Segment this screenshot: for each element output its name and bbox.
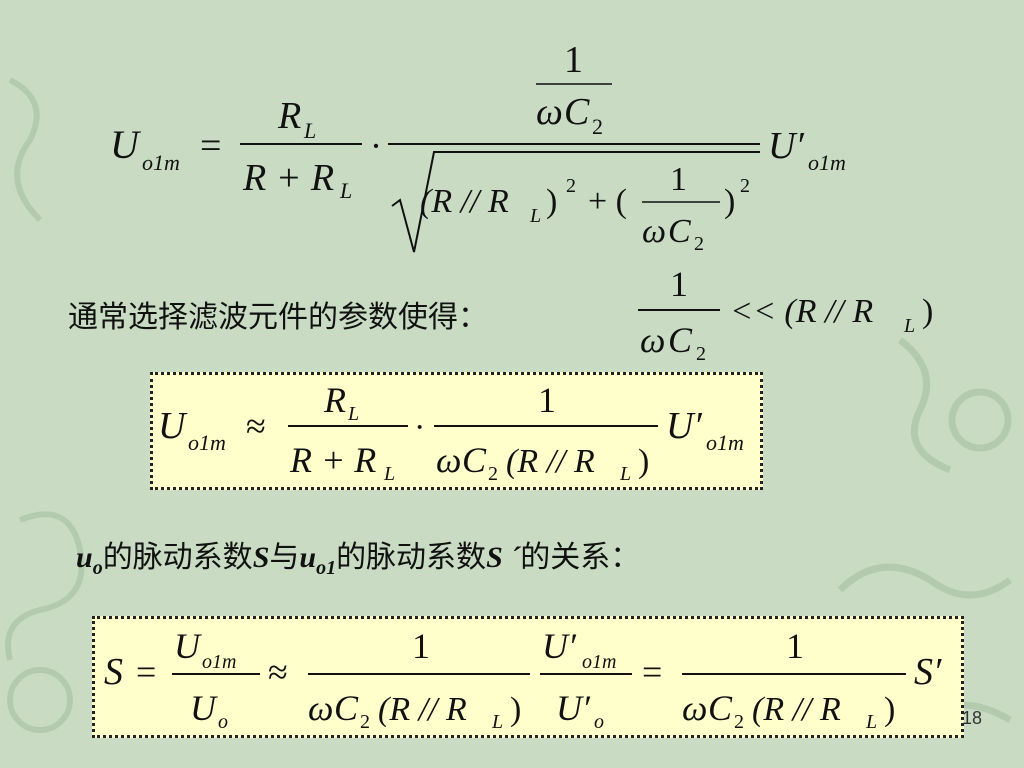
eq2-d2-c: C bbox=[462, 440, 487, 480]
eq1-square-1: 2 bbox=[566, 175, 576, 197]
eq3-d4-close: ) bbox=[884, 691, 895, 728]
eq3-d3-sub: o bbox=[594, 711, 604, 733]
eq3-d2-rest-sub: L bbox=[491, 711, 503, 733]
eq3-lhs: S bbox=[104, 651, 123, 693]
eq3-d4-omega: ω bbox=[682, 688, 707, 728]
eq1-inner-one: 1 bbox=[670, 161, 687, 198]
relation-text-3: 的脉动系数 bbox=[336, 540, 487, 575]
eq2-d2-rest-sub: L bbox=[619, 463, 631, 485]
eq3-d1-sub: o bbox=[218, 711, 228, 733]
equation-uo1m-full: U o1m = R L R + R L · 1 ω C 2 (R // R L … bbox=[110, 39, 846, 255]
relation-u1-sub: o1 bbox=[316, 557, 337, 579]
condition-relation-close: ) bbox=[922, 293, 933, 330]
eq3-d2-close: ) bbox=[510, 691, 521, 728]
eq1-frac-num: R bbox=[277, 95, 301, 137]
eq2-rhs: U′ bbox=[666, 405, 702, 447]
eq1-rhs: U′ bbox=[768, 125, 804, 167]
page-number: 18 bbox=[962, 708, 983, 728]
eq2-d2-rest: (R // R bbox=[506, 443, 595, 480]
eq3-n3-sub: o1m bbox=[582, 651, 616, 673]
eq2-d2-close: ) bbox=[638, 443, 649, 480]
eq1-frac-den: R + R bbox=[242, 157, 334, 199]
eq3-n3: U′ bbox=[542, 626, 577, 666]
eq3-n2: 1 bbox=[412, 626, 430, 666]
condition-formula: 1 ω C 2 << (R // R L ) bbox=[638, 264, 933, 365]
eq3-n1: U bbox=[174, 626, 202, 666]
condition-c: C bbox=[668, 320, 693, 360]
eq1-inner-c: C bbox=[668, 213, 691, 250]
eq2-n1: R bbox=[323, 380, 346, 420]
condition-c-sub: 2 bbox=[696, 343, 706, 365]
eq1-root-close: ) bbox=[546, 183, 557, 220]
eq1-square-2: 2 bbox=[740, 175, 750, 197]
eq1-lhs: U bbox=[110, 122, 142, 167]
eq3-d2-rest: (R // R bbox=[378, 691, 467, 728]
relation-u1: u bbox=[299, 541, 317, 574]
eq3-d4-rest-sub: L bbox=[865, 711, 877, 733]
eq1-rhs-sub: o1m bbox=[808, 150, 846, 175]
eq3-d2-omega: ω bbox=[308, 688, 333, 728]
eq1-root-left-sub: L bbox=[529, 205, 541, 227]
eq3-rhs: S′ bbox=[914, 651, 942, 693]
eq1-plus: + ( bbox=[588, 183, 627, 220]
eq1-lhs-sub: o1m bbox=[142, 150, 180, 175]
eq2-n1-sub: L bbox=[347, 403, 359, 425]
background-ornament-left bbox=[5, 77, 85, 733]
condition-one: 1 bbox=[670, 264, 688, 304]
relation-text-4: 的关系： bbox=[520, 540, 641, 575]
relation-sentence: uo的脉动系数S与uo1的脉动系数S ´的关系： bbox=[76, 532, 640, 581]
equation-box-ripple bbox=[92, 616, 964, 738]
eq1-inner-close: ) bbox=[724, 183, 735, 220]
eq3-d1: U bbox=[190, 688, 218, 728]
eq3-approx: ≈ bbox=[268, 652, 288, 692]
condition-relation-sub: L bbox=[903, 315, 915, 337]
eq1-inner-omega: ω bbox=[642, 213, 666, 250]
eq1-radical-sign bbox=[391, 151, 760, 253]
relation-s-prime: S ´ bbox=[486, 541, 521, 574]
eq2-d2-c-sub: 2 bbox=[488, 463, 498, 485]
eq2-approx: ≈ bbox=[246, 406, 266, 446]
condition-text: 通常选择滤波元件的参数使得： bbox=[68, 300, 488, 335]
relation-text-2: 与 bbox=[269, 540, 300, 575]
eq1-top-c: C bbox=[564, 91, 590, 133]
eq2-lhs: U bbox=[158, 405, 188, 447]
eq2-rhs-sub: o1m bbox=[706, 430, 744, 455]
eq1-root-left: (R // R bbox=[420, 183, 509, 220]
eq3-d4-c-sub: 2 bbox=[734, 711, 744, 733]
eq3-d3: U′ bbox=[556, 688, 591, 728]
eq1-dot: · bbox=[370, 126, 382, 166]
relation-text-1: 的脉动系数 bbox=[102, 540, 253, 575]
eq1-frac-den-sub: L bbox=[339, 178, 352, 203]
eq3-d2-c-sub: 2 bbox=[360, 711, 370, 733]
eq2-lhs-sub: o1m bbox=[188, 430, 226, 455]
eq3-equals-2: = bbox=[642, 652, 662, 692]
eq3-n1-sub: o1m bbox=[202, 651, 236, 673]
condition-relation: << (R // R bbox=[730, 293, 873, 330]
equation-ripple-factor: S = U o1m U o ≈ 1 ω C 2 (R // R L ) U′ o… bbox=[104, 626, 942, 733]
eq3-n4: 1 bbox=[786, 626, 804, 666]
eq1-frac-num-sub: L bbox=[303, 118, 316, 143]
eq2-d1: R + R bbox=[289, 440, 376, 480]
eq2-dot: · bbox=[414, 409, 425, 446]
eq2-d1-sub: L bbox=[383, 463, 395, 485]
equation-box-approx bbox=[150, 372, 763, 490]
eq1-equals: = bbox=[200, 125, 221, 167]
background-ornament-right bbox=[837, 337, 1013, 724]
relation-u: u bbox=[76, 541, 93, 574]
eq3-d4-c: C bbox=[708, 688, 733, 728]
eq1-top-one: 1 bbox=[564, 39, 583, 81]
relation-u-sub: o bbox=[92, 557, 103, 579]
eq1-inner-c-sub: 2 bbox=[694, 233, 704, 255]
equation-uo1m-approx: U o1m ≈ R L R + R L · 1 ω C 2 (R // R L … bbox=[158, 380, 744, 485]
eq3-equals: = bbox=[136, 652, 156, 692]
condition-omega: ω bbox=[640, 320, 665, 360]
relation-s: S bbox=[252, 541, 270, 574]
eq3-d4-rest: (R // R bbox=[752, 691, 841, 728]
eq2-d2-omega: ω bbox=[436, 440, 461, 480]
eq1-top-omega: ω bbox=[536, 91, 563, 133]
eq2-n2: 1 bbox=[538, 380, 556, 420]
eq1-top-c-sub: 2 bbox=[592, 114, 603, 139]
eq3-d2-c: C bbox=[334, 688, 359, 728]
